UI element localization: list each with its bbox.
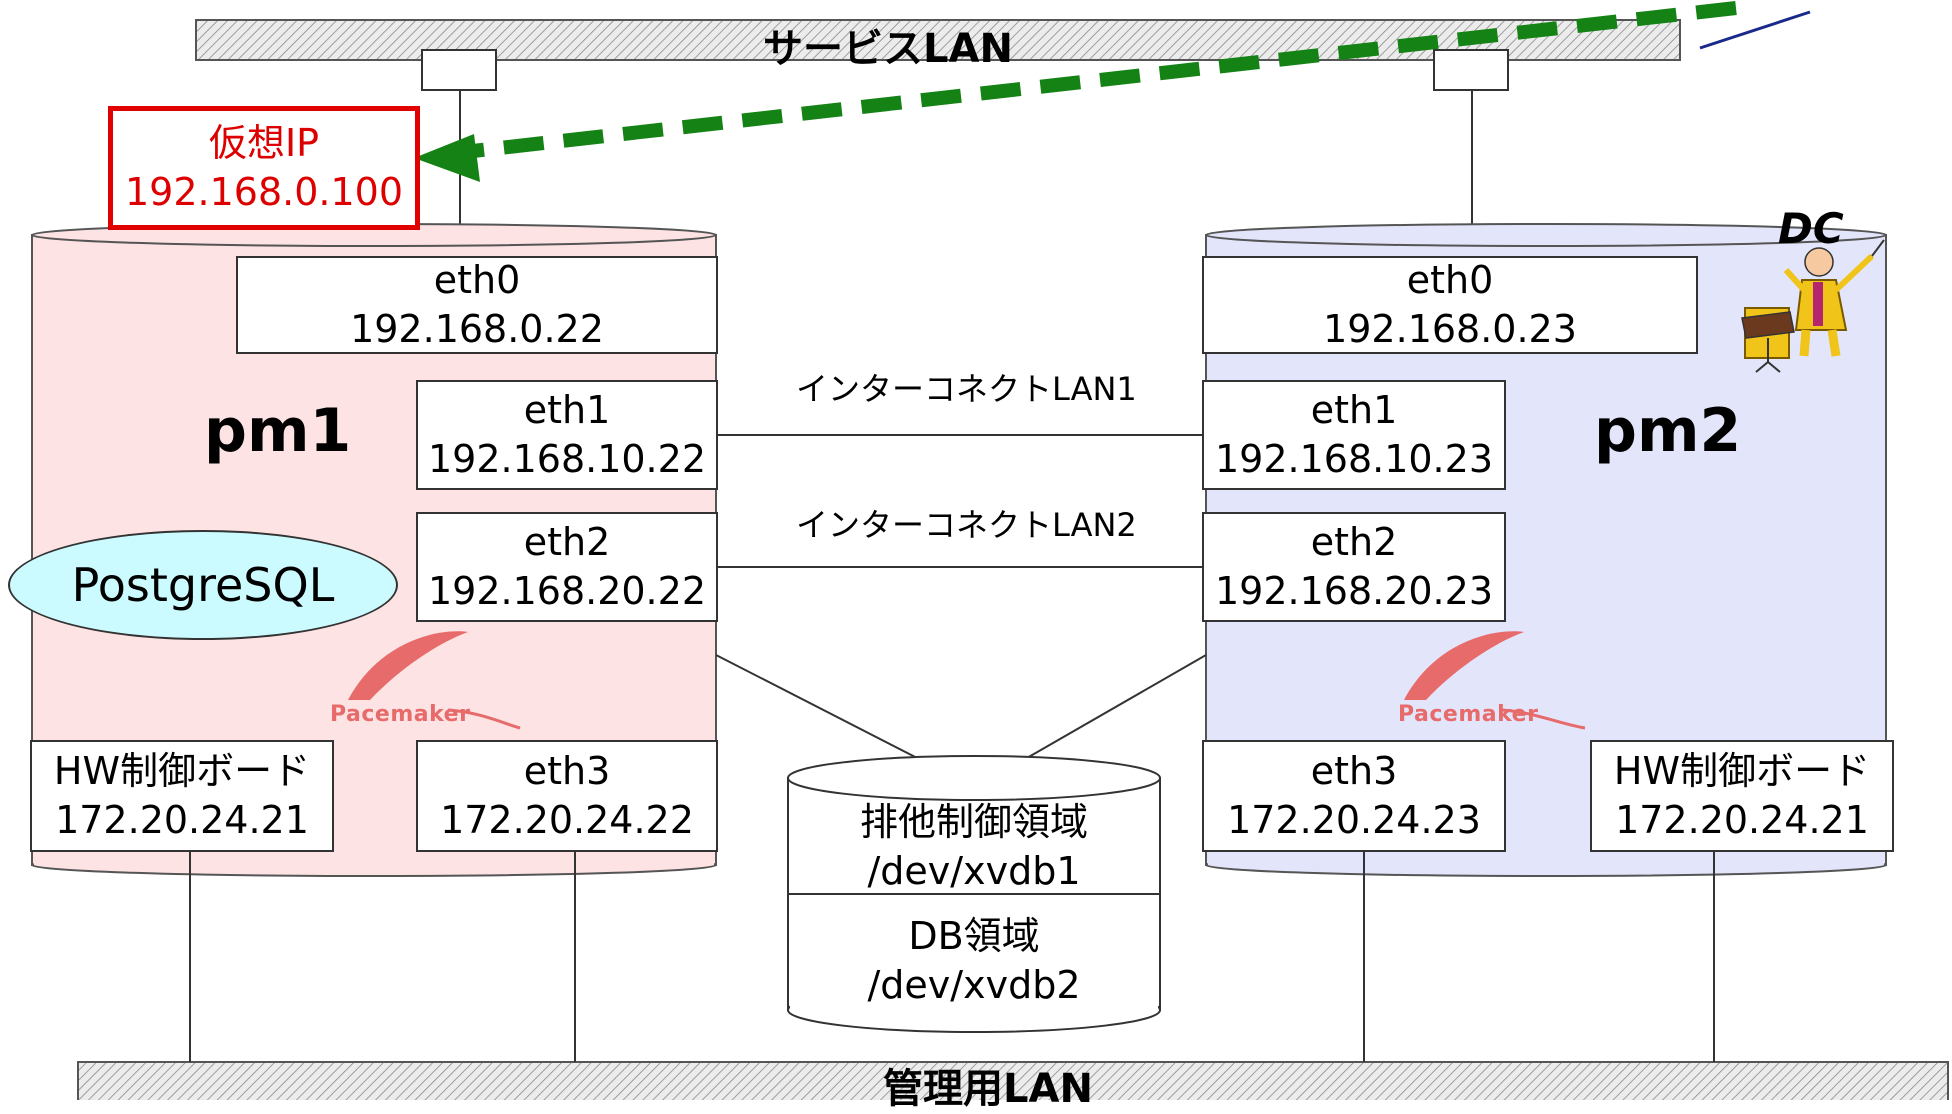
pm2-eth3: eth3 172.20.24.23 (1202, 740, 1506, 852)
pm1-hw-control-board: HW制御ボード 172.20.24.21 (30, 740, 334, 852)
interface-ip: 192.168.20.22 (427, 569, 706, 613)
area-name: 排他制御領域 (859, 800, 1088, 844)
mgmt-lan-bar (77, 1061, 1949, 1100)
pm1-eth1: eth1 192.168.10.22 (416, 380, 718, 490)
mgmt-lan-label: 管理用LAN (883, 1066, 1093, 1112)
pm2-hw-control-board: HW制御ボード 172.20.24.21 (1590, 740, 1894, 852)
hw-board-name: HW制御ボード (1613, 748, 1871, 793)
interface-name: eth3 (1310, 748, 1398, 793)
interface-ip: 192.168.10.22 (427, 437, 706, 481)
hw-board-ip: 172.20.24.21 (55, 798, 309, 842)
hw-board-name: HW制御ボード (53, 748, 311, 793)
service-lan-label: サービスLAN (763, 26, 1013, 72)
interconnect-lan2-label: インターコネクトLAN2 (796, 506, 1137, 544)
pm2-eth1: eth1 192.168.10.23 (1202, 380, 1506, 490)
exclusive-control-area: 排他制御領域 /dev/xvdb1 (788, 798, 1160, 897)
postgresql-resource: PostgreSQL (8, 530, 398, 640)
interface-name: eth1 (1310, 387, 1398, 432)
interface-name: eth1 (523, 387, 611, 432)
interface-name: eth0 (433, 257, 521, 302)
resource-label: PostgreSQL (71, 558, 335, 612)
pm1-pacemaker-swoosh (348, 631, 468, 700)
pm2-pacemaker-swoosh (1404, 631, 1524, 700)
pm2-nic-connector (1433, 49, 1509, 91)
interface-ip: 192.168.0.22 (350, 307, 604, 351)
pm1-eth3: eth3 172.20.24.22 (416, 740, 718, 852)
area-device: /dev/xvdb1 (867, 849, 1081, 894)
interface-name: eth2 (1310, 519, 1398, 564)
interface-ip: 172.20.24.22 (440, 798, 694, 842)
interface-ip: 172.20.24.23 (1227, 798, 1481, 842)
pm2-node-name: pm2 (1594, 396, 1742, 466)
conductor-icon (1741, 239, 1885, 373)
interface-ip: 192.168.0.23 (1323, 307, 1577, 351)
vip-arrow (463, 1, 1737, 159)
virtual-ip-address: 192.168.0.100 (124, 170, 403, 214)
interface-ip: 192.168.20.23 (1214, 569, 1493, 613)
pm2-eth0: eth0 192.168.0.23 (1202, 256, 1698, 354)
virtual-ip-box: 仮想IP 192.168.0.100 (108, 106, 420, 230)
pm2-pacemaker-logo: Pacemaker (1398, 702, 1539, 727)
interface-name: eth2 (523, 519, 611, 564)
pm2-eth2: eth2 192.168.20.23 (1202, 512, 1506, 622)
pm1-eth0: eth0 192.168.0.22 (236, 256, 718, 354)
dc-badge: DC (1778, 204, 1844, 253)
shared-disk-cylinder (787, 755, 1161, 1033)
area-name: DB領域 (908, 914, 1040, 958)
pm1-pacemaker-logo: Pacemaker (330, 702, 471, 727)
interconnect-lan1-label: インターコネクトLAN1 (796, 370, 1137, 408)
hw-board-ip: 172.20.24.21 (1615, 798, 1869, 842)
pm1-nic-connector (421, 49, 497, 91)
pm1-eth2: eth2 192.168.20.22 (416, 512, 718, 622)
interface-ip: 192.168.10.23 (1214, 437, 1493, 481)
virtual-ip-title: 仮想IP (208, 120, 320, 165)
db-area: DB領域 /dev/xvdb2 (788, 912, 1160, 1011)
interface-name: eth0 (1406, 257, 1494, 302)
pm1-node-name: pm1 (204, 396, 352, 466)
area-device: /dev/xvdb2 (867, 963, 1081, 1008)
interface-name: eth3 (523, 748, 611, 793)
